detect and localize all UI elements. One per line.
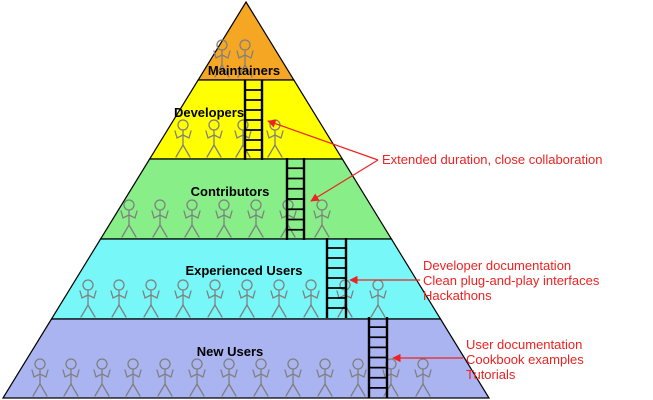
annotation-line: Tutorials bbox=[466, 367, 516, 382]
stick-figure-icon bbox=[183, 199, 201, 238]
ladder-icon bbox=[285, 158, 306, 240]
annotation-line: Developer documentation bbox=[423, 258, 571, 273]
tier-band bbox=[99, 158, 393, 240]
tier-label-new-users: New Users bbox=[197, 344, 263, 359]
tier-label-contributors: Contributors bbox=[191, 184, 270, 199]
stick-figure-icon bbox=[120, 199, 138, 238]
annotation-arrow bbox=[310, 159, 379, 202]
stick-figure-icon bbox=[316, 358, 334, 397]
stick-figure-icon bbox=[313, 199, 331, 238]
annotation-user-support: User documentation Cookbook examples Tut… bbox=[466, 337, 587, 382]
annotation-line: Hackathons bbox=[423, 288, 492, 303]
tier-label-developers: Developers bbox=[174, 105, 244, 120]
stick-figure-icon bbox=[151, 199, 169, 238]
stick-figure-icon bbox=[236, 39, 254, 78]
stick-figure-icon bbox=[302, 279, 320, 318]
stick-figure-icon bbox=[31, 358, 49, 397]
tier-band bbox=[1, 318, 491, 399]
stick-figure-icon bbox=[174, 279, 192, 318]
stick-figure-icon bbox=[369, 279, 387, 318]
annotation-line: Clean plug-and-play interfaces bbox=[423, 273, 600, 288]
annotation-line: Extended duration, close collaboration bbox=[382, 152, 602, 167]
stick-figure-icon bbox=[79, 279, 97, 318]
stick-figure-icon bbox=[215, 199, 233, 238]
stick-figure-icon bbox=[188, 358, 206, 397]
stick-figure-icon bbox=[142, 279, 160, 318]
stick-figure-icon bbox=[284, 358, 302, 397]
stick-figure-icon bbox=[62, 358, 80, 397]
stick-figure-icon bbox=[205, 119, 223, 158]
stick-figure-icon bbox=[270, 279, 288, 318]
ladder-icon bbox=[243, 80, 264, 160]
tier-label-experienced-users: Experienced Users bbox=[185, 263, 302, 278]
annotation-developer-support: Developer documentation Clean plug-and-p… bbox=[423, 258, 603, 303]
stick-figure-icon bbox=[213, 39, 231, 78]
stick-figure-icon bbox=[247, 199, 265, 238]
stick-figure-icon bbox=[110, 279, 128, 318]
stick-figure-icon bbox=[234, 119, 252, 158]
pyramid-tiers bbox=[1, 0, 491, 399]
ladder-icon bbox=[367, 317, 389, 398]
tier-label-maintainers: Maintainers bbox=[208, 63, 280, 78]
stick-figure-icon bbox=[252, 358, 270, 397]
annotations: Extended duration, close collaboration D… bbox=[382, 152, 603, 382]
annotation-line: User documentation bbox=[466, 337, 582, 352]
stick-figure-icon bbox=[174, 119, 192, 158]
ladders bbox=[243, 80, 389, 398]
stick-figure-icon bbox=[156, 358, 174, 397]
annotation-collaboration: Extended duration, close collaboration bbox=[382, 152, 602, 167]
stick-figure-icon bbox=[220, 358, 238, 397]
annotation-arrow bbox=[267, 119, 379, 161]
stick-figure-icon bbox=[349, 358, 367, 397]
stick-figure-icon bbox=[238, 279, 256, 318]
stick-figure-icon bbox=[414, 358, 432, 397]
stick-figure-icon bbox=[93, 358, 111, 397]
annotation-line: Cookbook examples bbox=[466, 352, 584, 367]
tier-labels: Maintainers Developers Contributors Expe… bbox=[174, 63, 303, 359]
annotation-arrows bbox=[267, 119, 463, 363]
stick-figure-icon bbox=[206, 279, 224, 318]
ladder-icon bbox=[325, 238, 348, 318]
stick-figure-icon bbox=[124, 358, 142, 397]
